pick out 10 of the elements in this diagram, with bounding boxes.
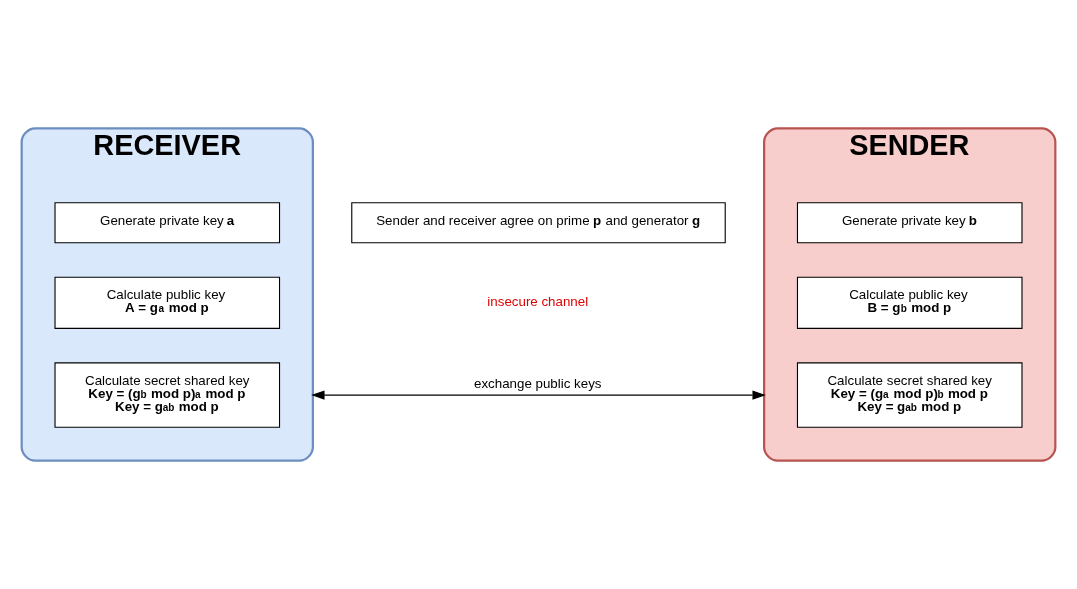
node-box: Calculate secret shared key Key = (ga mod p)b mod p Key = gab mod p [796,362,1023,428]
arrow [311,390,766,400]
node-box: Calculate public key B = gb mod p [796,276,1023,329]
node-box: Generate private key a [54,202,281,244]
node-box: Calculate secret shared key Key = (gb mod p)a mod p Key = gab mod p [54,362,281,428]
edge-label: exchange public keys [474,375,602,391]
node-box: Generate private key b [796,202,1023,244]
node-box: Sender and receiver agree on prime p and generator g [351,202,726,244]
label: insecure channel [487,294,589,310]
node-box: Calculate public key A = ga mod p [54,276,281,329]
